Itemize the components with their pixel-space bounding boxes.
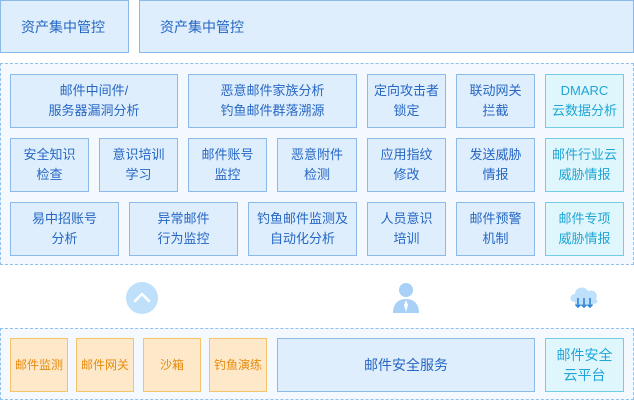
cap-special-intel[interactable]: 邮件专项 威胁情报 [545,202,624,256]
mail-security-service[interactable]: 邮件安全服务 [277,338,535,392]
module-sandbox[interactable]: 沙箱 [143,338,201,392]
cap-fingerprint[interactable]: 应用指纹 修改 [367,138,446,192]
cap-behavior-monitor[interactable]: 异常邮件 行为监控 [129,202,238,256]
cap-attacker-lock[interactable]: 定向攻击者 锁定 [367,74,446,128]
cap-send-intel[interactable]: 发送威胁 情报 [456,138,535,192]
cap-knowledge-check[interactable]: 安全知识 检查 [10,138,89,192]
module-monitor[interactable]: 邮件监测 [10,338,68,392]
cap-alert-mechanism[interactable]: 邮件预警 机制 [456,202,535,256]
cap-training[interactable]: 意识培训 学习 [99,138,178,192]
person-icon [393,283,419,313]
cap-account-monitor[interactable]: 邮件账号 监控 [188,138,267,192]
cap-dmarc[interactable]: DMARC 云数据分析 [545,74,624,128]
cap-family-analysis[interactable]: 恶意邮件家族分析 钓鱼邮件群落溯源 [188,74,357,128]
header-right: 资产集中管控 [139,0,634,53]
cap-awareness-training[interactable]: 人员意识 培训 [367,202,446,256]
cap-vulnerable-accounts[interactable]: 易中招账号 分析 [10,202,119,256]
header-left: 资产集中管控 [0,0,129,53]
cap-gateway-block[interactable]: 联动网关 拦截 [456,74,535,128]
chevron-up-circle-icon [126,282,158,314]
cloud-download-icon [570,287,598,309]
cap-attachment-detect[interactable]: 恶意附件 检测 [277,138,357,192]
cap-phishing-automation[interactable]: 钓鱼邮件监测及 自动化分析 [248,202,357,256]
cap-vuln-analysis[interactable]: 邮件中间件/ 服务器漏洞分析 [10,74,178,128]
module-gateway[interactable]: 邮件网关 [76,338,134,392]
module-phishing-drill[interactable]: 钓鱼演练 [209,338,267,392]
mail-security-cloud[interactable]: 邮件安全 云平台 [545,338,624,392]
cap-industry-intel[interactable]: 邮件行业云 威胁情报 [545,138,624,192]
